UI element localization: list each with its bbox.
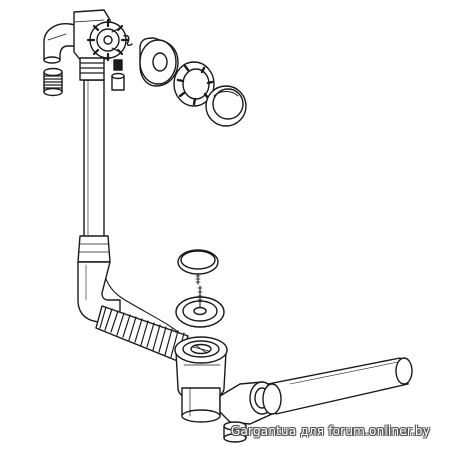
overflow-ring-nut xyxy=(173,61,215,107)
drain-body xyxy=(174,336,228,423)
corrugated-hose xyxy=(95,305,189,363)
overflow-riser-pipe xyxy=(77,79,121,323)
overflow-gasket xyxy=(139,37,179,87)
drain-grate-flange xyxy=(175,285,225,328)
overflow-cover-cap xyxy=(205,85,247,127)
small-nut xyxy=(111,59,125,91)
overflow-threaded-adapter xyxy=(43,67,63,97)
drain-plug-stopper xyxy=(177,249,219,285)
overflow-valve-head xyxy=(73,9,133,81)
watermark-text: Gargantua для forum.onliner.by xyxy=(230,424,430,438)
outlet-pipe xyxy=(262,357,413,415)
overflow-elbow xyxy=(43,23,83,64)
